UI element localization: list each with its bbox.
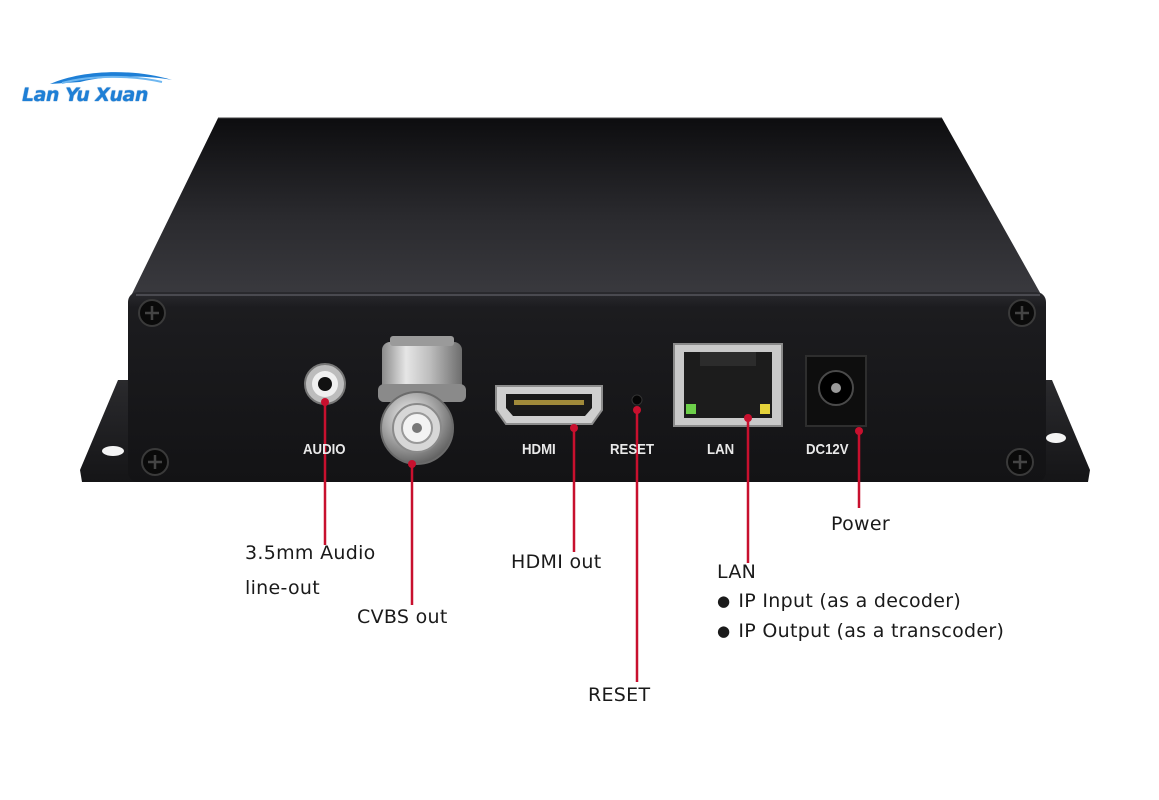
callout-lan-item: IP Output (as a transcoder) [717, 617, 1004, 647]
callout-audio-line1: 3.5mm Audio [245, 542, 376, 564]
callout-power: Power [831, 513, 890, 535]
callout-lan-item: IP Input (as a decoder) [717, 587, 1004, 617]
logo-text: Lan Yu Xuan [22, 84, 148, 106]
screw-icon [138, 299, 166, 327]
panel-label-dc12v: DC12V [806, 441, 849, 458]
device-top-surface [130, 118, 1043, 298]
screw-icon [141, 448, 169, 476]
panel-label-reset: RESET [610, 441, 655, 458]
screw-icon [1006, 448, 1034, 476]
audio-jack-port [304, 363, 346, 405]
screw-icon [1008, 299, 1036, 327]
callout-lines [321, 398, 863, 682]
reset-pinhole [631, 394, 643, 406]
panel-label-lan: LAN [707, 441, 735, 458]
callout-audio-line2: line-out [245, 577, 321, 599]
left-mounting-flange [80, 380, 140, 482]
callout-audio: 3.5mm Audio line-out [245, 536, 376, 606]
dc-power-jack [805, 355, 867, 427]
callout-reset: RESET [588, 684, 651, 706]
callout-lan-title: LAN [717, 561, 757, 583]
callout-lan: LAN IP Input (as a decoder) IP Output (a… [717, 558, 1004, 647]
bnc-connector [378, 336, 466, 465]
panel-label-audio: AUDIO [303, 441, 346, 458]
panel-label-hdmi: HDMI [522, 441, 556, 458]
lan-port [673, 343, 783, 427]
hdmi-port [495, 385, 603, 425]
callout-cvbs: CVBS out [357, 606, 448, 628]
callout-hdmi: HDMI out [511, 551, 602, 573]
brand-logo: Lan Yu Xuan [22, 70, 182, 118]
logo-swoosh-icon [50, 72, 172, 84]
